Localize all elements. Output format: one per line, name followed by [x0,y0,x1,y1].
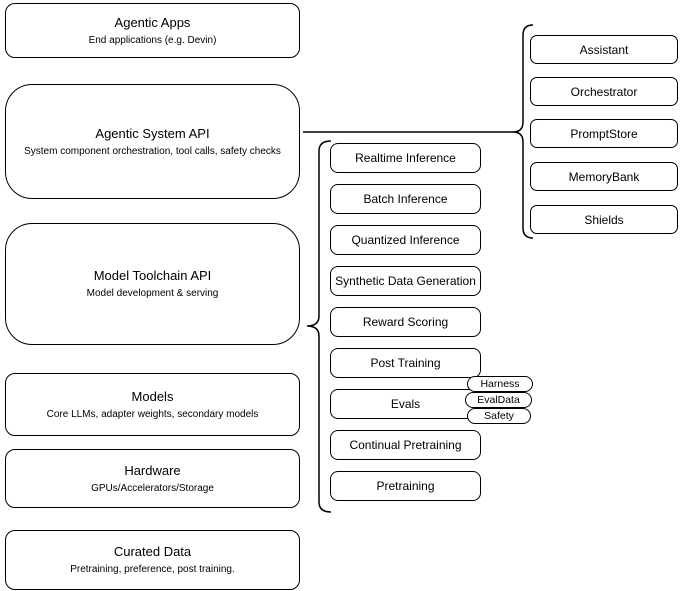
node-label: Batch Inference [363,192,448,206]
node-shields: Shields [530,205,678,234]
node-pretraining: Pretraining [330,471,481,501]
node-batch-inference: Batch Inference [330,184,481,214]
pill-evaldata: EvalData [465,392,532,408]
pill-label: Harness [480,378,520,390]
pill-label: EvalData [477,394,520,406]
node-label: Post Training [370,356,441,370]
node-label: Reward Scoring [362,315,449,329]
node-model-toolchain-api: Model Toolchain API Model development & … [5,223,300,345]
node-post-training: Post Training [330,348,481,378]
node-title: Model Toolchain API [93,268,212,283]
node-title: Models [131,388,174,404]
node-label: Orchestrator [570,84,638,99]
node-subtitle: End applications (e.g. Devin) [88,34,217,46]
node-curated-data: Curated Data Pretraining, preference, po… [5,530,300,590]
node-promptstore: PromptStore [530,119,678,148]
node-label: Shields [584,212,624,227]
node-realtime-inference: Realtime Inference [330,143,481,173]
node-continual-pretraining: Continual Pretraining [330,430,481,460]
node-label: Quantized Inference [351,233,460,247]
node-assistant: Assistant [530,35,678,64]
node-title: Hardware [124,462,181,478]
node-label: Assistant [579,42,629,57]
pill-safety: Safety [467,408,531,424]
node-label: Continual Pretraining [349,438,462,452]
node-subtitle: GPUs/Accelerators/Storage [91,482,214,494]
node-models: Models Core LLMs, adapter weights, secon… [5,373,300,436]
node-agentic-apps: Agentic Apps End applications (e.g. Devi… [5,3,300,58]
node-hardware: Hardware GPUs/Accelerators/Storage [5,449,300,508]
node-label: Realtime Inference [355,151,456,165]
node-orchestrator: Orchestrator [530,77,678,106]
pill-label: Safety [484,410,514,422]
node-memorybank: MemoryBank [530,162,678,191]
pill-harness: Harness [467,376,533,392]
node-subtitle: Pretraining, preference, post training. [70,564,235,575]
node-title: Curated Data [113,544,192,559]
toolchain-brace [306,140,332,513]
node-label: Pretraining [376,479,435,493]
node-subtitle: Model development & serving [86,288,219,299]
node-title: Agentic Apps [114,14,191,30]
node-label: Evals [390,397,421,411]
node-reward-scoring: Reward Scoring [330,307,481,337]
node-synthetic-data-generation: Synthetic Data Generation [330,266,481,296]
node-title: Agentic System API [95,125,210,141]
node-label: MemoryBank [568,169,640,184]
node-agentic-system-api: Agentic System API System component orch… [5,84,300,199]
node-evals: Evals [330,389,481,419]
node-subtitle: Core LLMs, adapter weights, secondary mo… [46,408,259,420]
node-quantized-inference: Quantized Inference [330,225,481,255]
node-label: PromptStore [570,126,638,141]
node-subtitle: System component orchestration, tool cal… [24,145,281,157]
node-label: Synthetic Data Generation [335,274,476,288]
